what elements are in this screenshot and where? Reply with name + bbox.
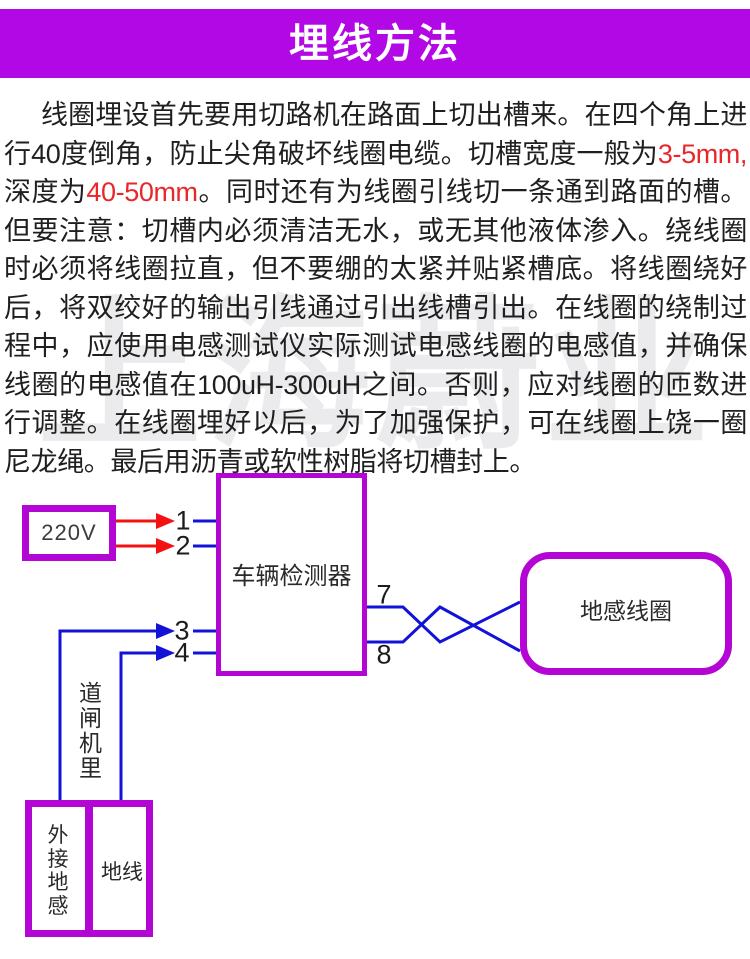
ground-box-divider [85,807,93,930]
arrowhead-terminal-3 [156,623,175,639]
coil-box: 地感线圈 [520,552,732,675]
arrowhead-terminal-2 [156,538,175,554]
power-label: 220V [41,520,97,545]
twisted-pair-wire-8 [367,605,521,653]
ground-wire [119,651,158,801]
power-box: 220V [22,505,116,561]
ground-wire-label: 地线 [101,861,143,884]
ground-boxes [25,800,153,937]
detector-box: 车辆检测器 [216,473,367,676]
external-ground-sense-label: 外接地感 [47,824,69,918]
ground-sense-wire [58,629,158,801]
wiring-diagram: 220V 车辆检测器 地感线圈 1 2 3 4 7 8 道闸机里 外接地感 地线 [0,460,750,959]
terminal-label-2: 2 [175,530,191,561]
gate-location-label: 道闸机里 [79,680,102,781]
terminal-label-7: 7 [376,579,392,610]
arrowhead-terminal-1 [156,513,175,529]
arrowhead-terminal-4 [156,645,175,661]
terminal-label-1: 1 [175,505,191,536]
title-banner: 埋线方法 [0,9,750,78]
instruction-paragraph: 线圈埋设首先要用切路机在路面上切出槽来。在四个角上进行40度倒角，防止尖角破坏线… [4,100,747,477]
terminal-label-4: 4 [174,637,190,668]
terminal-label-8: 8 [376,639,392,670]
terminal-label-3: 3 [174,615,190,646]
coil-label: 地感线圈 [580,597,672,624]
detector-label: 车辆检测器 [231,563,352,590]
page-title: 埋线方法 [289,21,461,66]
wire-lines [58,513,521,801]
